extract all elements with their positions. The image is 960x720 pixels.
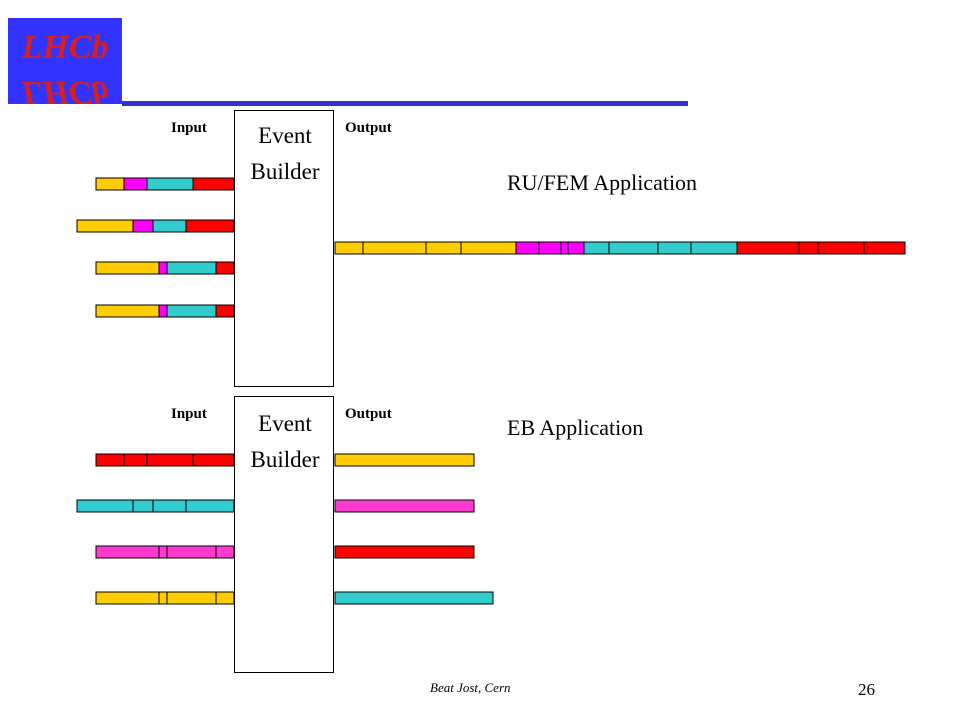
header-rule <box>122 101 688 106</box>
top-output-segment-9 <box>583 241 610 255</box>
top-output-segment-4 <box>460 241 517 255</box>
bottom-input-1-segment-4 <box>192 453 235 467</box>
bottom-output-2-segment-1 <box>334 499 475 513</box>
top-output-segment-2 <box>362 241 427 255</box>
page-number: 26 <box>858 680 875 699</box>
top-output-segment-12 <box>690 241 738 255</box>
output-label-bottom: Output <box>345 406 392 422</box>
top-input-2-segment-3 <box>152 219 187 233</box>
top-output-segment-7 <box>560 241 569 255</box>
top-input-4-segment-3 <box>166 304 217 318</box>
top-output-segment-10 <box>608 241 659 255</box>
event-builder-label-top-line1: Event <box>258 123 312 148</box>
top-input-4-segment-2 <box>158 304 168 318</box>
footer-author: Beat Jost, Cern <box>430 680 511 695</box>
svg-text:LHCb: LHCb <box>21 74 109 104</box>
top-input-1-segment-1 <box>95 177 125 191</box>
bottom-input-2-segment-3 <box>152 499 187 513</box>
bottom-input-4-segment-3 <box>166 591 217 605</box>
bottom-input-4-segment-2 <box>158 591 168 605</box>
event-builder-box-bottom <box>234 396 334 673</box>
top-input-3-segment-4 <box>215 261 235 275</box>
top-output-segment-1 <box>334 241 364 255</box>
top-input-4-segment-1 <box>95 304 160 318</box>
top-output-segment-14 <box>798 241 819 255</box>
top-input-2-segment-4 <box>185 219 235 233</box>
top-input-1-segment-3 <box>146 177 194 191</box>
top-output-segment-11 <box>657 241 692 255</box>
top-input-3-segment-1 <box>95 261 160 275</box>
bottom-input-1-segment-3 <box>146 453 194 467</box>
top-output-segment-5 <box>515 241 540 255</box>
bottom-input-4-segment-1 <box>95 591 160 605</box>
event-builder-label-top: Event Builder <box>232 118 338 190</box>
bottom-input-2-segment-1 <box>76 499 134 513</box>
bottom-output-4-segment-1 <box>334 591 494 605</box>
top-input-2-segment-2 <box>132 219 154 233</box>
event-builder-label-bottom-line1: Event <box>258 411 312 436</box>
bottom-input-3-segment-4 <box>215 545 235 559</box>
bottom-input-1-segment-1 <box>95 453 125 467</box>
bottom-input-1-segment-2 <box>123 453 148 467</box>
input-label-top: Input <box>171 120 207 136</box>
bottom-input-2-segment-2 <box>132 499 154 513</box>
bottom-input-3-segment-1 <box>95 545 160 559</box>
top-input-1-segment-2 <box>123 177 148 191</box>
output-label-top: Output <box>345 120 392 136</box>
lhcb-logo: LHCb LHCb <box>8 18 122 104</box>
event-builder-label-bottom-line2: Builder <box>250 447 320 472</box>
top-output-segment-16 <box>863 241 906 255</box>
svg-text:LHCb: LHCb <box>21 29 109 66</box>
top-output-segment-6 <box>538 241 562 255</box>
bottom-input-4-segment-4 <box>215 591 235 605</box>
bottom-input-3-segment-2 <box>158 545 168 559</box>
input-label-bottom: Input <box>171 406 207 422</box>
top-output-segment-13 <box>736 241 800 255</box>
top-input-4-segment-4 <box>215 304 235 318</box>
top-input-1-segment-4 <box>192 177 235 191</box>
top-input-3-segment-2 <box>158 261 168 275</box>
top-output-segment-8 <box>567 241 585 255</box>
bottom-output-3-segment-1 <box>334 545 475 559</box>
top-output-segment-3 <box>425 241 462 255</box>
application-label-bottom: EB Application <box>507 415 644 440</box>
event-builder-label-top-line2: Builder <box>250 159 320 184</box>
bottom-input-2-segment-4 <box>185 499 235 513</box>
event-builder-label-bottom: Event Builder <box>232 406 338 478</box>
bottom-output-1-segment-1 <box>334 453 475 467</box>
event-builder-box-top <box>234 110 334 387</box>
top-input-2-segment-1 <box>76 219 134 233</box>
top-input-3-segment-3 <box>166 261 217 275</box>
bottom-input-3-segment-3 <box>166 545 217 559</box>
top-output-segment-15 <box>817 241 865 255</box>
application-label-top: RU/FEM Application <box>507 170 698 195</box>
